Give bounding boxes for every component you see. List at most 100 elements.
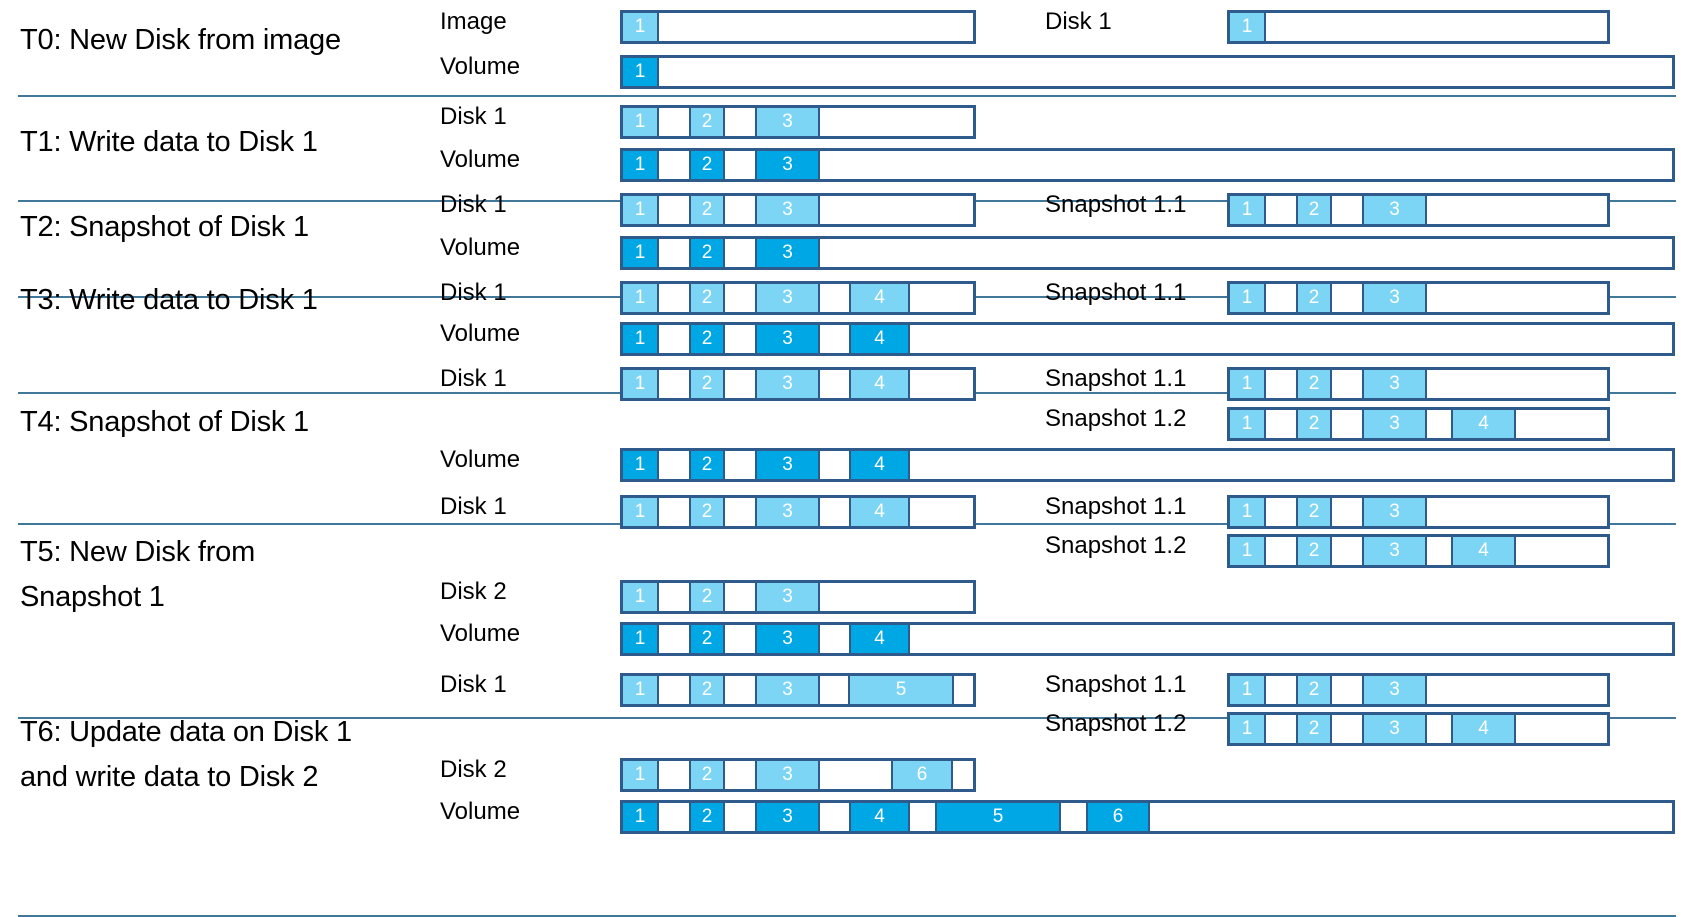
side-label-snapshot-1-1: Snapshot 1.1 <box>1045 365 1187 392</box>
bar-t5-snapshot-1-1: 1 2 3 <box>1227 495 1610 529</box>
data-block-2: 2 <box>689 151 725 179</box>
data-block-4: 4 <box>849 284 910 312</box>
data-block-4: 4 <box>849 803 910 831</box>
bar-t1-volume: 1 2 3 <box>620 148 1675 182</box>
row-divider-6 <box>18 915 1676 917</box>
data-block-4: 4 <box>849 498 910 526</box>
data-block-1: 1 <box>1230 498 1266 526</box>
data-block-1: 1 <box>1230 370 1266 398</box>
data-block-1: 1 <box>623 151 659 179</box>
data-block-1: 1 <box>1230 196 1266 224</box>
data-block-4: 4 <box>849 370 910 398</box>
data-block-3: 3 <box>755 239 820 267</box>
data-block-2: 2 <box>689 239 725 267</box>
data-block-3: 3 <box>755 284 820 312</box>
data-block-1: 1 <box>623 583 659 611</box>
bar-t0-volume: 1 <box>620 55 1675 89</box>
row-label-disk-1: Disk 1 <box>440 365 507 392</box>
data-block-2: 2 <box>1296 498 1332 526</box>
data-block-1: 1 <box>1230 676 1266 704</box>
bar-t0-disk-1: 1 <box>1227 10 1610 44</box>
data-block-2: 2 <box>689 451 725 479</box>
data-block-1: 1 <box>623 761 659 789</box>
data-block-2: 2 <box>1296 410 1332 438</box>
data-block-3: 3 <box>1362 284 1427 312</box>
side-label-snapshot-1-2: Snapshot 1.2 <box>1045 532 1187 559</box>
data-block-3: 3 <box>1362 498 1427 526</box>
row-label-disk-2: Disk 2 <box>440 756 507 783</box>
data-block-2: 2 <box>689 803 725 831</box>
data-block-4: 4 <box>849 625 910 653</box>
data-block-2: 2 <box>689 108 725 136</box>
data-block-2: 2 <box>689 498 725 526</box>
data-block-3: 3 <box>755 108 820 136</box>
bar-t5-disk-2: 1 2 3 <box>620 580 976 614</box>
row-label-disk-1: Disk 1 <box>440 103 507 130</box>
side-label-snapshot-1-2: Snapshot 1.2 <box>1045 710 1187 737</box>
data-block-6: 6 <box>1086 803 1150 831</box>
row-label-image: Image <box>440 8 507 35</box>
data-block-1: 1 <box>1230 13 1266 41</box>
data-block-1: 1 <box>623 370 659 398</box>
data-block-2: 2 <box>689 583 725 611</box>
data-block-2: 2 <box>689 325 725 353</box>
data-block-2: 2 <box>689 676 725 704</box>
row-divider-0 <box>18 95 1676 97</box>
data-block-2: 2 <box>689 370 725 398</box>
bar-t5-disk-1: 1 2 3 4 <box>620 495 976 529</box>
step-title-t0: T0: New Disk from image <box>20 24 341 56</box>
data-block-1: 1 <box>623 13 659 41</box>
side-label-snapshot-1-1: Snapshot 1.1 <box>1045 279 1187 306</box>
data-block-3: 3 <box>1362 196 1427 224</box>
side-label-snapshot-1-1: Snapshot 1.1 <box>1045 493 1187 520</box>
row-label-disk-1: Disk 1 <box>440 493 507 520</box>
row-label-volume: Volume <box>440 620 521 647</box>
bar-t0-image: 1 <box>620 10 976 44</box>
data-block-1: 1 <box>623 196 659 224</box>
data-block-2: 2 <box>1296 537 1332 565</box>
side-label-snapshot-1-1: Snapshot 1.1 <box>1045 191 1187 218</box>
data-block-2: 2 <box>1296 676 1332 704</box>
data-block-1: 1 <box>623 108 659 136</box>
data-block-3: 3 <box>1362 715 1427 743</box>
data-block-5: 5 <box>935 803 1061 831</box>
step-title-t5: T5: New Disk from Snapshot 1 <box>20 536 256 613</box>
bar-t3-snapshot-1-1: 1 2 3 <box>1227 281 1610 315</box>
step-title-t2: T2: Snapshot of Disk 1 <box>20 211 309 243</box>
data-block-2: 2 <box>1296 196 1332 224</box>
data-block-3: 3 <box>755 325 820 353</box>
data-block-1: 1 <box>1230 284 1266 312</box>
data-block-4: 4 <box>1451 715 1516 743</box>
data-block-3: 3 <box>755 370 820 398</box>
data-block-3: 3 <box>755 151 820 179</box>
data-block-5: 5 <box>848 676 954 704</box>
data-block-3: 3 <box>1362 410 1427 438</box>
row-label-volume: Volume <box>440 234 521 261</box>
data-block-1: 1 <box>623 676 659 704</box>
row-label-disk-1: Disk 1 <box>440 279 507 306</box>
data-block-1: 1 <box>623 498 659 526</box>
data-block-3: 3 <box>755 583 820 611</box>
data-block-6: 6 <box>891 761 953 789</box>
data-block-2: 2 <box>689 625 725 653</box>
data-block-1: 1 <box>1230 715 1266 743</box>
row-label-volume: Volume <box>440 320 521 347</box>
data-block-1: 1 <box>623 58 659 86</box>
bar-t4-disk-1: 1 2 3 4 <box>620 367 976 401</box>
data-block-1: 1 <box>623 451 659 479</box>
bar-t1-disk-1: 1 2 3 <box>620 105 976 139</box>
data-block-2: 2 <box>1296 284 1332 312</box>
data-block-3: 3 <box>1362 676 1427 704</box>
row-label-disk-1: Disk 1 <box>440 191 507 218</box>
row-label-volume: Volume <box>440 798 521 825</box>
data-block-2: 2 <box>689 196 725 224</box>
data-block-3: 3 <box>755 625 820 653</box>
data-block-3: 3 <box>755 498 820 526</box>
